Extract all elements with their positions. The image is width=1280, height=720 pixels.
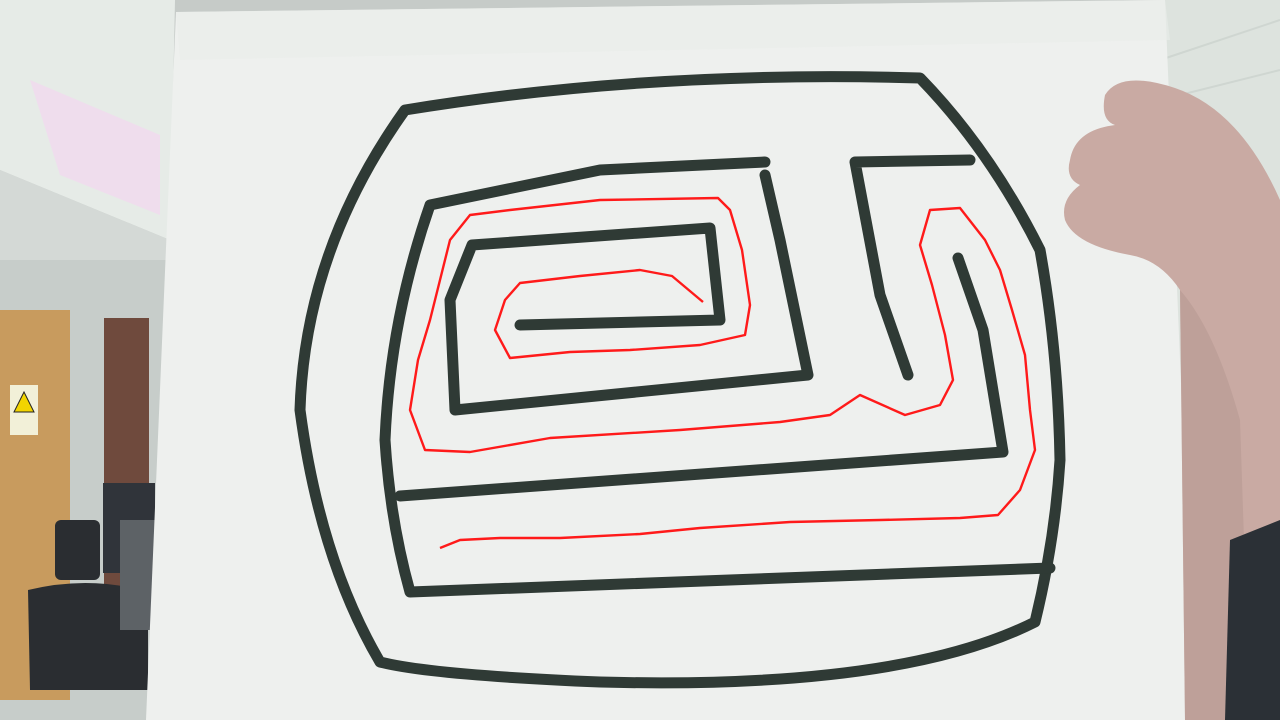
- drawn-maze-sheet: [146, 0, 1195, 720]
- office-chair: [28, 483, 155, 690]
- maze-walls: [294, 71, 1066, 689]
- warning-sign-icon: [10, 385, 38, 435]
- holding-hand: [1064, 80, 1280, 720]
- maze-solution-line: [408, 196, 1037, 550]
